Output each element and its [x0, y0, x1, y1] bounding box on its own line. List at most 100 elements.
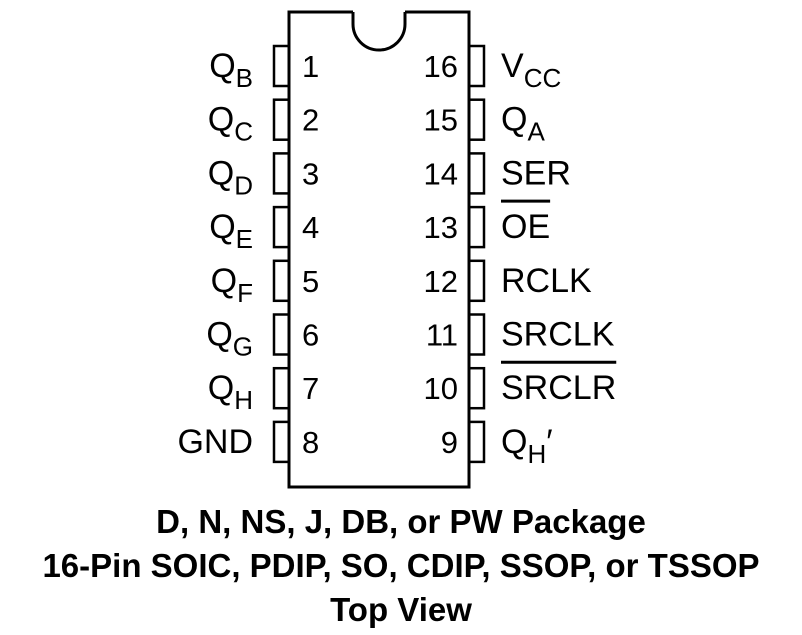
pin-label: QH: [208, 369, 253, 415]
pin-name: Q: [209, 47, 235, 85]
pin-label: QC: [208, 101, 253, 147]
pin-lead: [272, 366, 291, 410]
pin-lead: [467, 259, 486, 303]
pin-16: 16 VCC: [424, 44, 561, 93]
pin-name-subscript: A: [527, 117, 545, 147]
pin-number: 7: [302, 371, 319, 406]
pin-number: 9: [441, 425, 458, 460]
pin-label: QE: [209, 208, 253, 254]
pin-number: 2: [302, 103, 319, 138]
pin-name-subscript: G: [233, 332, 253, 362]
pin-1: 1 QB: [209, 44, 319, 93]
pin-number: 11: [426, 318, 458, 353]
pin-name-subscript: F: [237, 278, 253, 308]
pin-name-subscript: E: [236, 224, 253, 254]
pin-name-subscript: B: [236, 63, 253, 93]
pin-number: 12: [424, 264, 458, 299]
pin-7: 7 QH: [208, 366, 319, 415]
pin-label: OE: [501, 208, 550, 246]
pin-label: QG: [206, 316, 253, 362]
pin-number: 4: [302, 210, 319, 245]
pin-name: Q: [209, 208, 235, 246]
pin-label: SRCLR: [501, 369, 616, 407]
pin-label: SER: [501, 154, 571, 192]
pin-name: RCLK: [501, 262, 592, 300]
pin-name: GND: [177, 423, 253, 461]
pin-lead: [272, 205, 291, 249]
pin-name: Q: [206, 316, 232, 354]
pin-lead: [272, 259, 291, 303]
pin-name: SER: [501, 154, 571, 192]
pin-label: QD: [208, 154, 253, 200]
pin-14: 14 SER: [424, 152, 571, 195]
pin-9: 9 QH′: [441, 420, 553, 469]
package-caption-line2: 16-Pin SOIC, PDIP, SO, CDIP, SSOP, or TS…: [42, 547, 760, 584]
pin-name: Q: [208, 101, 234, 139]
pin-10: 10 SRCLR: [424, 360, 617, 410]
pin-lead: [467, 366, 486, 410]
ic-package-body: [287, 10, 471, 489]
pin-number: 5: [302, 264, 319, 299]
pin-lead: [272, 152, 291, 195]
pin-number: 14: [424, 156, 458, 191]
pin-name-subscript: H: [234, 385, 253, 415]
pin-12: 12 RCLK: [424, 259, 592, 303]
pin-name-subscript: H: [527, 439, 546, 469]
pin1-notch: [351, 12, 407, 52]
pin-number: 10: [424, 371, 458, 406]
pin-number: 6: [302, 318, 319, 353]
pin-name: Q: [211, 262, 237, 300]
pin-label: VCC: [501, 47, 561, 93]
pin-lead: [272, 313, 291, 356]
pin-lead: [272, 98, 291, 141]
pin-label: SRCLK: [501, 316, 615, 354]
pin-6: 6 QG: [206, 313, 319, 362]
pin-label: GND: [177, 423, 253, 461]
pin-name-subscript: D: [234, 170, 253, 200]
pin-8: 8 GND: [177, 420, 319, 464]
pin-4: 4 QE: [209, 205, 319, 254]
pin-13: 13 OE: [424, 199, 551, 249]
package-caption-line3: Top View: [330, 591, 472, 628]
pin-number: 1: [302, 49, 319, 84]
package-outline: [287, 10, 471, 489]
pin-number: 3: [302, 156, 319, 191]
package-caption-line1: D, N, NS, J, DB, or PW Package: [156, 503, 646, 540]
pin-number: 15: [424, 103, 458, 138]
pin-label: QF: [211, 262, 253, 308]
pin-11: 11 SRCLK: [426, 313, 615, 356]
pin-lead: [467, 420, 486, 464]
pin-name: SRCLK: [501, 316, 615, 354]
pin-label: RCLK: [501, 262, 592, 300]
pin-lead: [467, 152, 486, 195]
pin-name: V: [501, 47, 524, 85]
pin-label: QH′: [501, 423, 553, 469]
pin-name: Q: [208, 154, 234, 192]
pin-name: Q: [208, 369, 234, 407]
pin-number: 13: [424, 210, 458, 245]
pin-name: SRCLR: [501, 369, 616, 407]
pin-name: Q: [501, 101, 527, 139]
pin-name: Q: [501, 423, 527, 461]
pin-name-prime: ′: [546, 423, 552, 461]
pin-number: 16: [424, 49, 458, 84]
pin-name-subscript: CC: [524, 63, 562, 93]
pin-name-subscript: C: [234, 117, 253, 147]
pin-label: QA: [501, 101, 545, 147]
pin-lead: [467, 313, 486, 356]
pin-2: 2 QC: [208, 98, 319, 147]
pin-lead: [467, 205, 486, 249]
pin-3: 3 QD: [208, 152, 319, 200]
pin-5: 5 QF: [211, 259, 319, 308]
pin-label: QB: [209, 47, 253, 93]
pin-15: 15 QA: [424, 98, 545, 147]
pin-lead: [467, 44, 486, 88]
pin-lead: [467, 98, 486, 141]
pin-name: OE: [501, 208, 550, 246]
pin-number: 8: [302, 425, 319, 460]
pin-lead: [272, 44, 291, 88]
pin-lead: [272, 420, 291, 464]
